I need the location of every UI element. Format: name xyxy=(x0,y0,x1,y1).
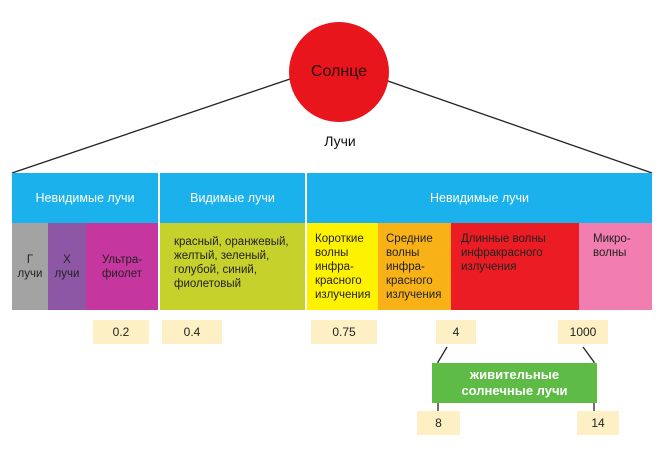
band-xray: Х лучи xyxy=(48,223,86,310)
vital-rays-box: живительные солнечные лучи xyxy=(432,363,597,403)
band-uv: Ультра- фиолет xyxy=(86,223,158,310)
band-mid-ir: Средние волны инфра- красного излучения xyxy=(378,223,451,310)
band-xray-text: Х лучи xyxy=(54,253,80,280)
sun-label: Солнце xyxy=(310,63,368,80)
boundary-value: 0.75 xyxy=(311,320,377,344)
vital-to-value: 14 xyxy=(577,411,619,435)
band-gamma: Г лучи xyxy=(12,223,48,310)
band-uv-text: Ультра- фиолет xyxy=(101,253,143,280)
boundary-value: 4 xyxy=(436,320,476,344)
header-invisible-left: Невидимые лучи xyxy=(12,173,158,223)
band-long-ir: Длинные волны инфракрасного излучения xyxy=(451,223,579,310)
sun-right-ray-line xyxy=(384,79,653,174)
boundary-value: 0.2 xyxy=(93,320,149,344)
vital-from-value: 8 xyxy=(417,411,460,435)
band-gamma-text: Г лучи xyxy=(17,253,43,280)
boundary-value: 0.4 xyxy=(162,320,222,344)
header-visible: Видимые лучи xyxy=(160,173,305,223)
sun: Солнце xyxy=(289,22,389,122)
band-visible: красный, оранжевый, желтый, зеленый, гол… xyxy=(160,223,305,310)
boundary-value: 1000 xyxy=(558,320,608,344)
sun-left-ray-line xyxy=(11,77,294,174)
rays-title: Лучи xyxy=(324,133,356,149)
band-micro: Микро- волны xyxy=(579,223,652,310)
header-invisible-right: Невидимые лучи xyxy=(307,173,652,223)
band-short-ir: Короткие волны инфра- красного излучения xyxy=(307,223,378,310)
